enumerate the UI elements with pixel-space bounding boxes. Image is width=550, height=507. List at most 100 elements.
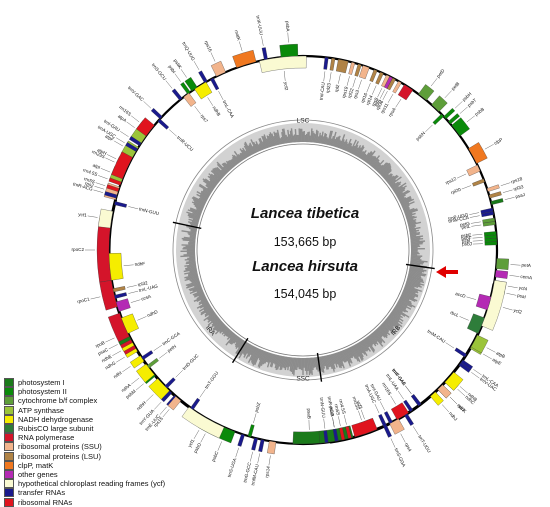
gene-label: rbcL bbox=[449, 310, 460, 318]
gene-block bbox=[370, 69, 378, 81]
legend-swatch bbox=[4, 424, 14, 433]
gene-label-leader bbox=[120, 131, 128, 136]
gene-block bbox=[262, 47, 268, 59]
gene-label-leader bbox=[458, 389, 465, 396]
gene-label-leader bbox=[288, 33, 289, 43]
gene-label-leader bbox=[508, 286, 518, 288]
gene-label-leader bbox=[378, 88, 382, 97]
gene-label-leader bbox=[473, 237, 483, 238]
legend-swatch bbox=[4, 378, 14, 387]
gene-label-leader bbox=[324, 71, 325, 81]
gene-label-leader bbox=[473, 241, 483, 242]
gene-block bbox=[158, 119, 169, 129]
gene-label-leader bbox=[211, 52, 215, 61]
gene-label-leader bbox=[398, 391, 404, 399]
legend-swatch bbox=[4, 396, 14, 405]
gene-label-leader bbox=[93, 190, 103, 193]
gene-label-leader bbox=[159, 352, 167, 358]
legend-label: other genes bbox=[18, 470, 58, 479]
gene-label: trnQ-UUG bbox=[181, 41, 196, 62]
gene-block bbox=[141, 350, 153, 359]
gene-label: petA bbox=[521, 263, 532, 269]
gene-label: rrn23S bbox=[351, 396, 360, 411]
gene-label: psbC bbox=[211, 450, 220, 462]
gene-label-leader bbox=[169, 130, 176, 137]
gc-bar bbox=[411, 244, 423, 245]
gene-label: trnR-UCU bbox=[176, 135, 194, 152]
gene-label-leader bbox=[503, 190, 513, 193]
gene-label-leader bbox=[358, 80, 361, 89]
gene-label-leader bbox=[195, 106, 201, 114]
gene-label-leader bbox=[361, 410, 364, 419]
gene-block bbox=[445, 372, 463, 390]
legend-item: ribosomal proteins (LSU) bbox=[4, 452, 204, 461]
gene-label-leader bbox=[239, 42, 242, 52]
gene-label-leader bbox=[253, 413, 256, 423]
gene-label-leader bbox=[181, 69, 187, 77]
gene-label-leader bbox=[250, 452, 252, 462]
legend-label: clpP, matK bbox=[18, 461, 53, 470]
gene-label-leader bbox=[470, 216, 480, 218]
gene-label-leader bbox=[425, 125, 432, 132]
legend-item: clpP, matK bbox=[4, 461, 204, 470]
gene-label-leader bbox=[98, 175, 107, 178]
gene-label-leader bbox=[506, 293, 516, 295]
gene-label: rpoC1 bbox=[77, 296, 91, 304]
gene-block bbox=[398, 85, 413, 100]
gene-label-leader bbox=[154, 345, 162, 351]
legend-swatch bbox=[4, 442, 14, 451]
gc-bar bbox=[295, 134, 296, 142]
gene-block bbox=[151, 108, 162, 119]
gene-label-leader bbox=[455, 101, 462, 108]
gene-label-leader bbox=[388, 94, 393, 103]
gene-label-leader bbox=[107, 154, 116, 158]
gene-label-leader bbox=[483, 354, 492, 359]
legend-label: hypothetical chloroplast reading frames … bbox=[18, 479, 165, 488]
gene-label: rps16 bbox=[204, 40, 214, 53]
legend-label: ribosomal RNAs bbox=[18, 498, 72, 507]
gene-label-leader bbox=[137, 316, 146, 320]
gene-label-leader bbox=[401, 434, 406, 443]
gene-label: trnR-ACG bbox=[327, 396, 335, 417]
gene-label: petB bbox=[450, 81, 460, 91]
gene-label-leader bbox=[116, 357, 125, 362]
gc-bar bbox=[411, 256, 422, 257]
gene-label-leader bbox=[462, 185, 471, 189]
legend-label: RubisCO large subunit bbox=[18, 424, 93, 433]
direction-arrow bbox=[436, 266, 458, 278]
legend-swatch bbox=[4, 498, 14, 507]
gene-label-leader bbox=[347, 76, 350, 86]
gene-label: rps12 bbox=[445, 176, 458, 186]
gene-label-leader bbox=[194, 61, 199, 70]
gene-label: trnM-CAU bbox=[426, 329, 446, 344]
gene-label: psaI bbox=[517, 293, 527, 300]
gc-bar bbox=[295, 129, 296, 142]
gene-label-leader bbox=[501, 183, 511, 186]
gene-label: rpl20 bbox=[450, 187, 462, 195]
gene-label-leader bbox=[338, 416, 340, 426]
legend-item: ribosomal RNAs bbox=[4, 497, 204, 506]
gene-label-leader bbox=[144, 101, 151, 108]
gene-label-leader bbox=[258, 453, 260, 463]
gene-block bbox=[378, 414, 386, 426]
gene-block bbox=[384, 411, 392, 423]
legend-item: photosystem I bbox=[4, 378, 204, 387]
gene-label-leader bbox=[358, 411, 361, 420]
gene-block bbox=[433, 114, 444, 125]
gene-label: ycf2 bbox=[513, 308, 523, 315]
species-name-1: Lancea tibetica bbox=[225, 205, 385, 222]
gene-label-leader bbox=[469, 213, 479, 215]
gene-label-leader bbox=[95, 186, 105, 189]
legend-item: other genes bbox=[4, 470, 204, 479]
gene-block bbox=[487, 185, 499, 192]
gene-block bbox=[233, 50, 257, 68]
gene-block bbox=[349, 62, 355, 74]
legend-label: ATP synthase bbox=[18, 406, 64, 415]
gene-block bbox=[336, 59, 348, 73]
gene-label: ndhB bbox=[212, 105, 222, 117]
gene-label: rpl33 bbox=[513, 184, 525, 192]
gene-block bbox=[251, 438, 257, 450]
legend-label: cytochrome b/f complex bbox=[18, 396, 97, 405]
gc-content-ring bbox=[173, 120, 433, 380]
gene-label-leader bbox=[471, 225, 481, 226]
